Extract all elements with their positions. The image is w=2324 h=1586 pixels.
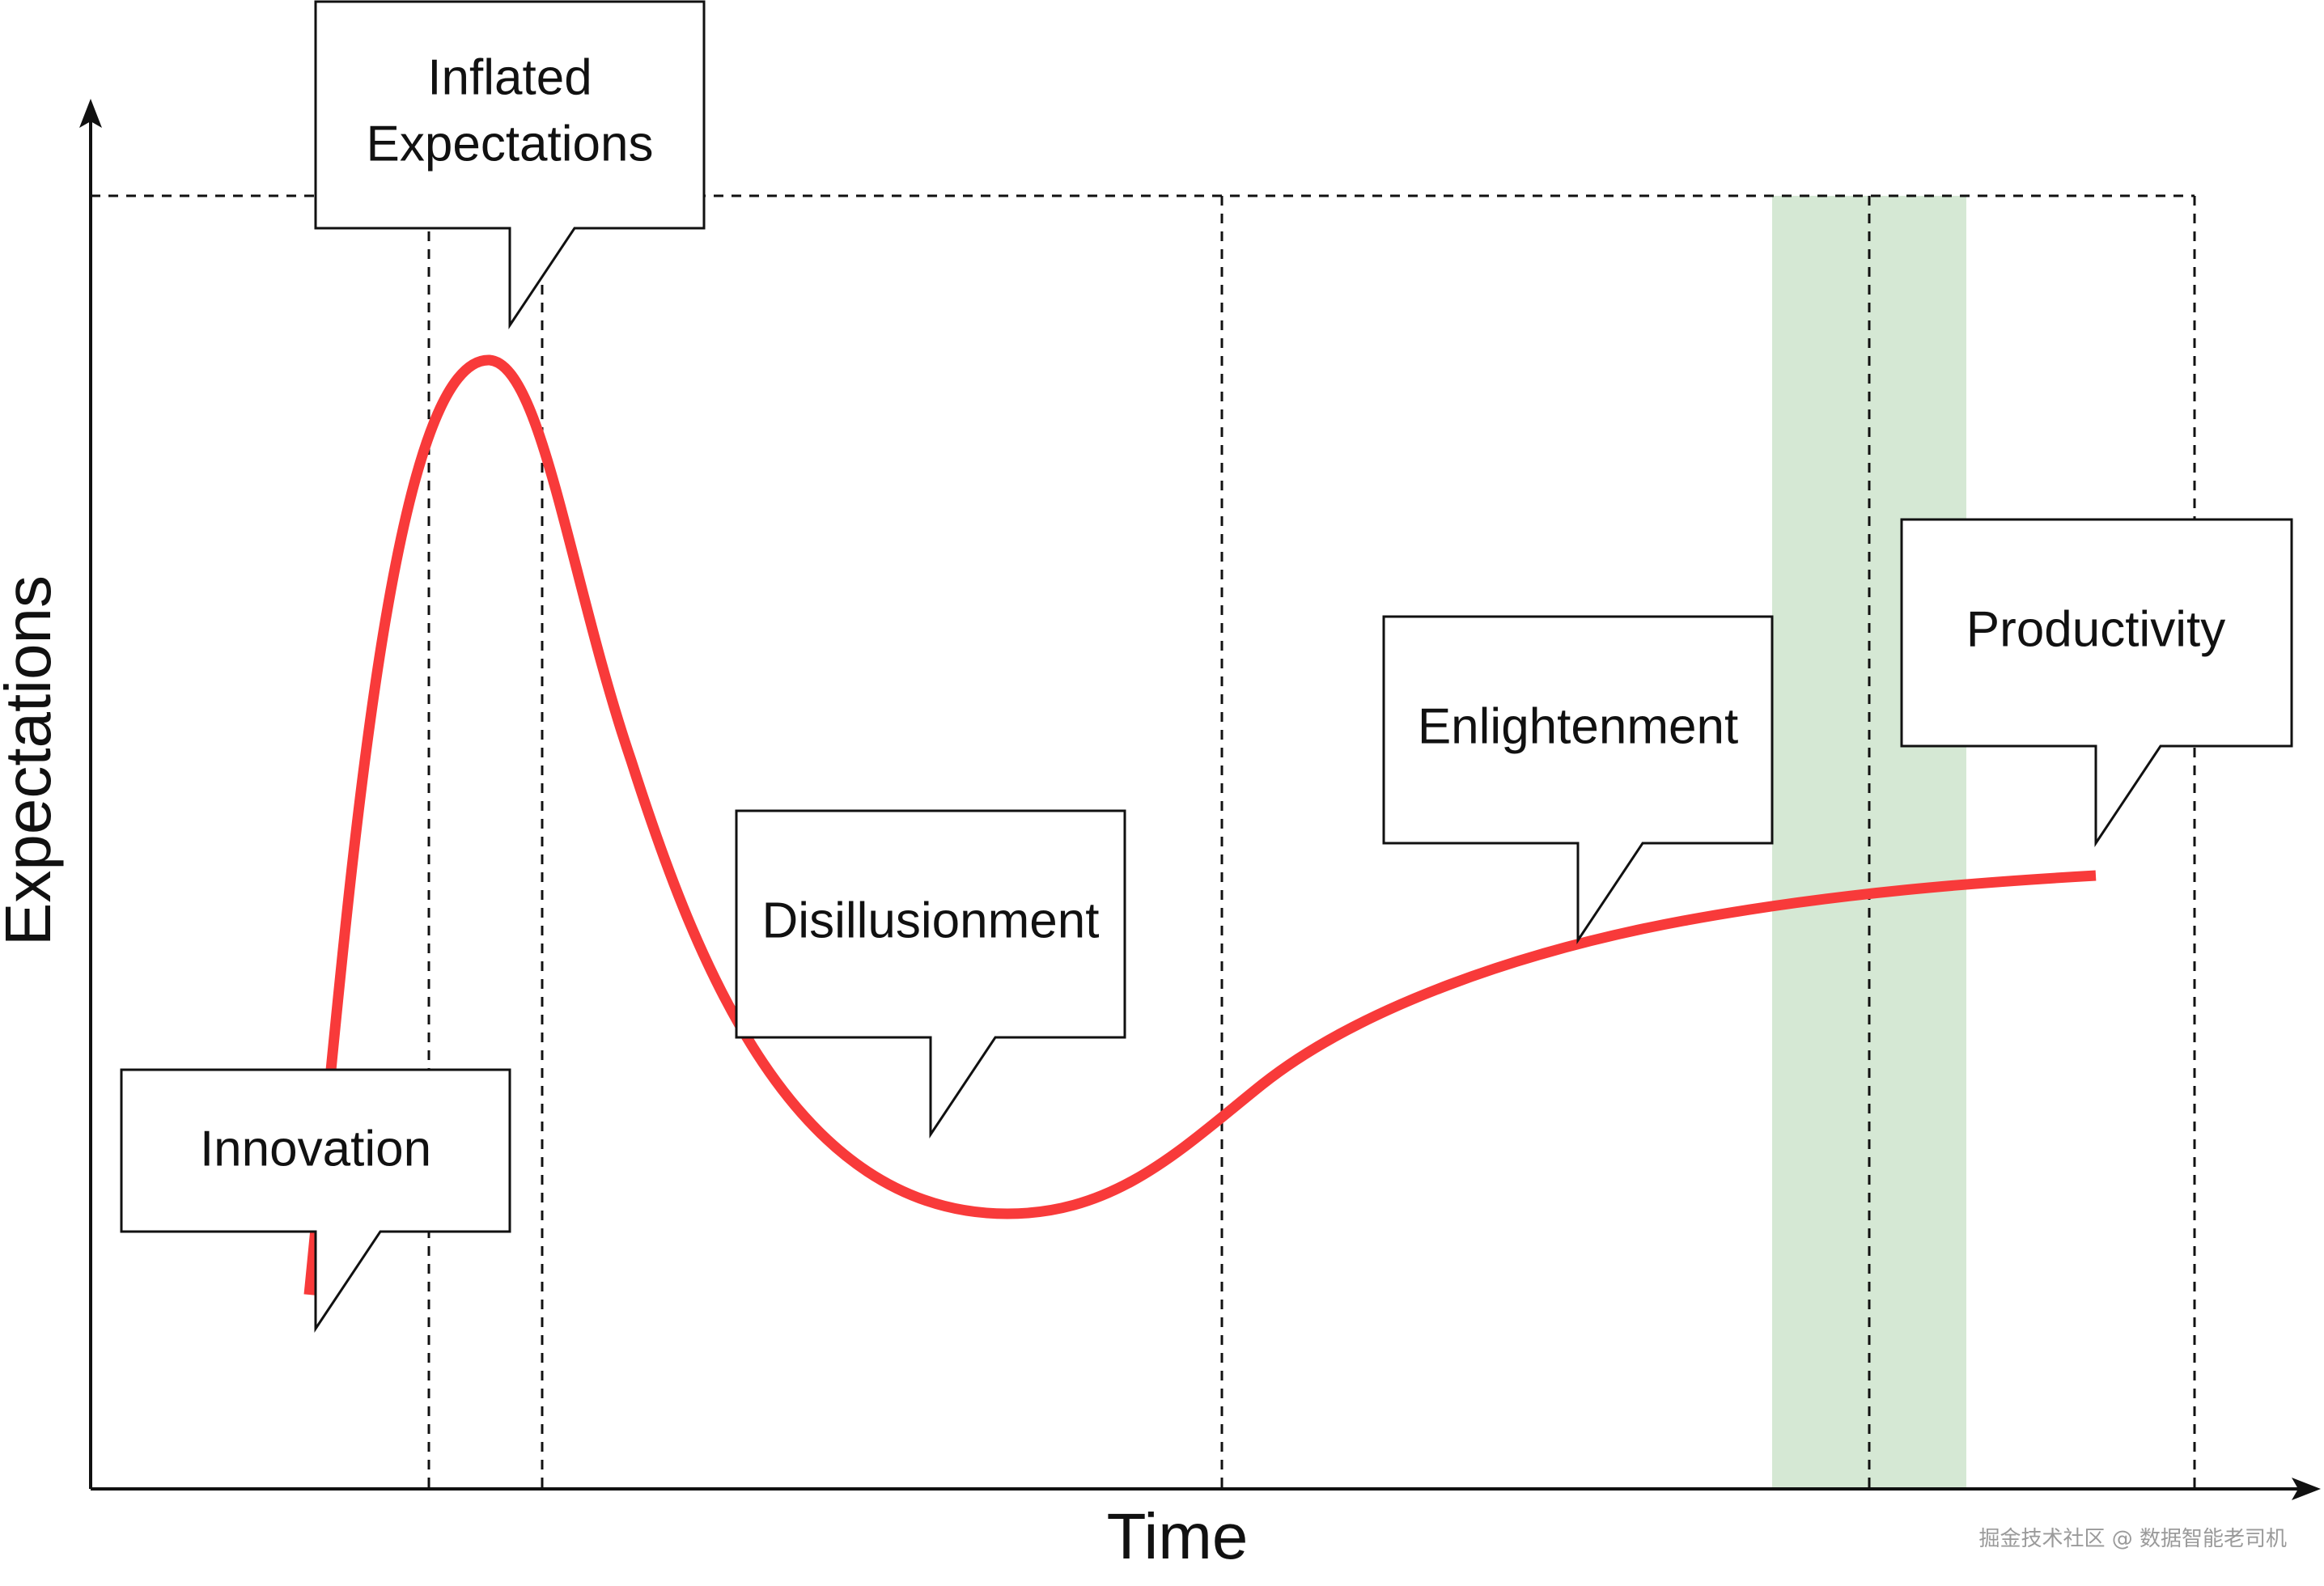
callout-shape xyxy=(735,809,1126,1139)
hype-curve xyxy=(303,354,2097,1296)
axes xyxy=(89,121,2298,1491)
callout-label-line-2: Expectations xyxy=(367,116,654,172)
watermark-text: 掘金技术社区 @ 数据智能老司机 xyxy=(1978,1527,2287,1551)
callout-shape xyxy=(1900,518,2293,847)
x-axis-label: Time xyxy=(1107,1500,1249,1572)
callout-shape xyxy=(314,0,706,329)
callout-enlightenment: Enlightenment xyxy=(1382,615,1774,944)
callout-inflated-expectations: Inflated Expectations xyxy=(314,0,706,329)
dashed-frame xyxy=(91,194,2196,1489)
callout-label: Enlightenment xyxy=(1418,698,1738,754)
callout-label: Disillusionment xyxy=(762,893,1100,948)
callout-productivity: Productivity xyxy=(1900,518,2293,847)
callout-label: Productivity xyxy=(1966,601,2225,657)
callout-label: Innovation xyxy=(200,1121,431,1177)
x-axis-arrowhead xyxy=(2292,1478,2321,1500)
callout-shape xyxy=(1382,615,1774,944)
callout-innovation: Innovation xyxy=(120,1068,511,1333)
callout-label-line-1: Inflated xyxy=(427,49,592,105)
callout-disillusionment: Disillusionment xyxy=(735,809,1126,1139)
y-axis-arrowhead xyxy=(79,99,102,128)
callout-shape xyxy=(120,1068,511,1333)
y-axis-label: Expectations xyxy=(0,575,64,946)
